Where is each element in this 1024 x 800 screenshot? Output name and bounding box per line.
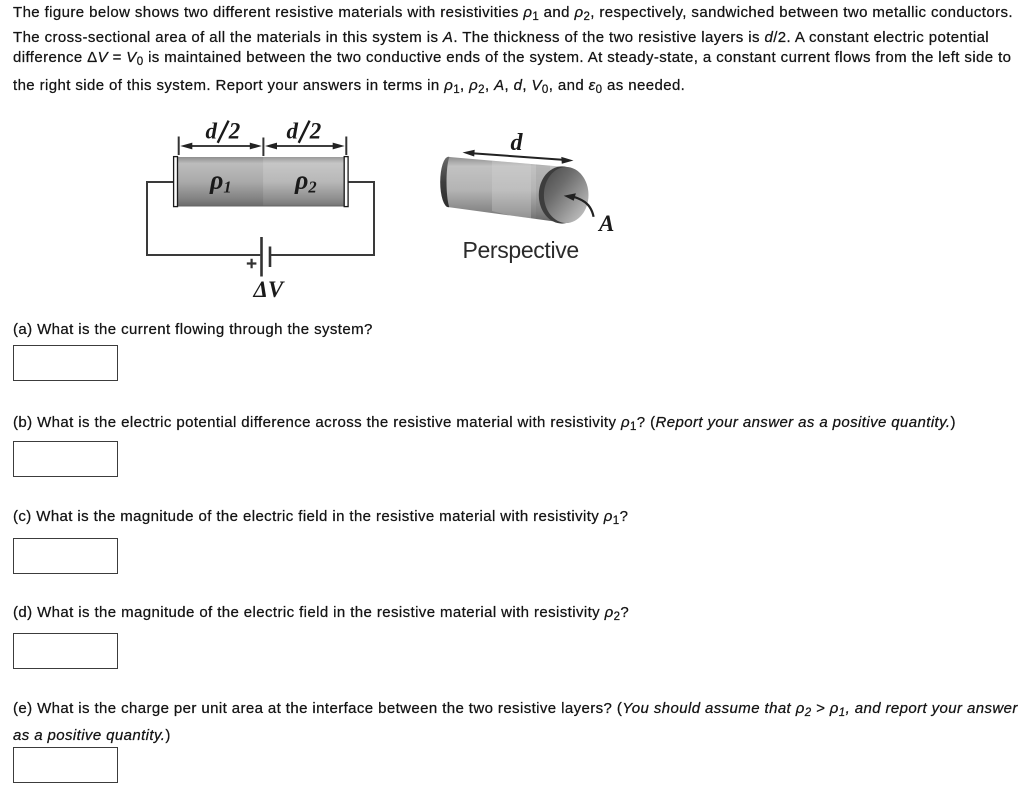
svg-text:A: A: [597, 211, 614, 236]
svg-text:d: d: [511, 130, 524, 156]
svg-text:Perspective: Perspective: [463, 237, 579, 263]
svg-text:d: d: [287, 119, 299, 144]
svg-text:2: 2: [228, 119, 241, 144]
svg-text:2: 2: [309, 119, 322, 144]
svg-text:ΔV: ΔV: [253, 277, 285, 302]
svg-text:d: d: [206, 119, 218, 144]
